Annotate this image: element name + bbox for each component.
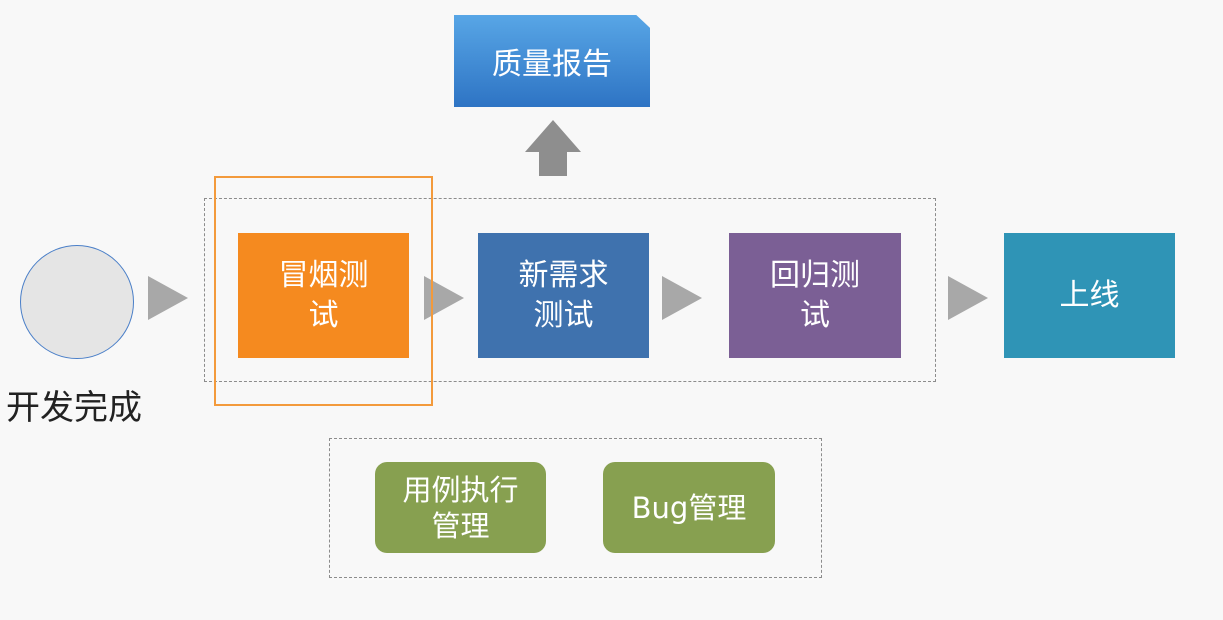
stage-release-label: 上线	[1059, 277, 1120, 313]
smoke-test-highlight-frame	[214, 176, 433, 406]
case-execution-management-box: 用例执行 管理	[375, 462, 546, 553]
arrow-right-icon	[662, 276, 702, 320]
quality-report-box: 质量报告	[454, 15, 650, 107]
up-arrow-icon	[525, 120, 581, 176]
arrow-right-icon	[948, 276, 988, 320]
bug-management-box: Bug管理	[603, 462, 775, 553]
stage-regression-test-label: 回归测 试	[770, 257, 860, 333]
stage-smoke-test-label: 冒烟测 试	[278, 257, 369, 333]
stage-new-requirement-test: 新需求 测试	[478, 233, 649, 358]
bug-management-label: Bug管理	[631, 490, 747, 525]
stage-regression-test: 回归测 试	[729, 233, 901, 358]
tools-group-frame	[329, 438, 822, 578]
start-label: 开发完成	[6, 388, 142, 428]
arrow-right-icon	[148, 276, 188, 320]
quality-report-label: 质量报告	[492, 47, 612, 82]
start-circle	[20, 245, 134, 359]
stage-release: 上线	[1004, 233, 1175, 358]
stage-smoke-test: 冒烟测 试	[238, 233, 409, 358]
arrow-right-icon	[424, 276, 464, 320]
testing-group-frame	[204, 198, 936, 382]
case-execution-management-label: 用例执行 管理	[402, 472, 519, 543]
stage-new-requirement-test-label: 新需求 测试	[518, 257, 609, 333]
